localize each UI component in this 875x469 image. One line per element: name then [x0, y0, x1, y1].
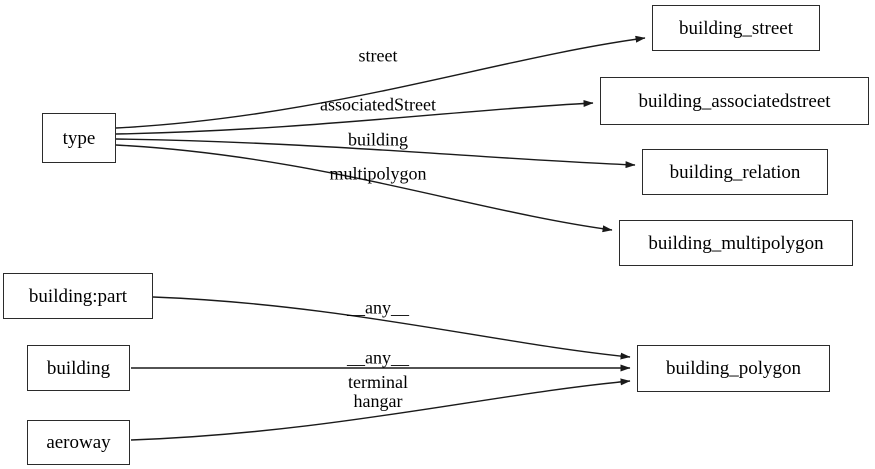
node-label: building_associatedstreet [638, 90, 831, 112]
edge-label-type-to-building_associatedstreet: associatedStreet [320, 94, 436, 115]
node-label: building [46, 357, 111, 379]
edge-label-type-to-building_relation: building [347, 129, 409, 150]
node-label: type [62, 127, 96, 149]
edge-type-to-building_multipolygon [115, 144, 613, 233]
node-aeroway[interactable]: aeroway [27, 420, 130, 465]
edge-building_part-to-building_polygon [152, 296, 631, 360]
edge-label-type-to-building_multipolygon: multipolygon [329, 163, 427, 184]
node-building_polygon[interactable]: building_polygon [637, 345, 830, 392]
node-building[interactable]: building [27, 345, 130, 391]
node-label: building:part [28, 285, 128, 307]
edge-paths [115, 35, 646, 441]
node-label: building_street [679, 17, 793, 39]
edge-type-to-building_relation [115, 138, 636, 169]
edge-label-building_part-to-building_polygon: __any__ [347, 297, 409, 318]
node-building_multipolygon[interactable]: building_multipolygon [619, 220, 853, 266]
edge-type-to-building_associatedstreet [115, 99, 594, 135]
node-label: building_polygon [665, 358, 802, 379]
node-type[interactable]: type [42, 113, 116, 163]
node-building_relation[interactable]: building_relation [642, 149, 828, 195]
node-label: aeroway [46, 432, 111, 453]
node-building_part[interactable]: building:part [3, 273, 153, 319]
edge-aeroway-to-building_polygon [130, 378, 631, 441]
node-building_associatedstreet[interactable]: building_associatedstreet [600, 77, 869, 125]
edge-label-type-to-building_street: street [358, 45, 398, 66]
edge-type-to-building_street [115, 35, 646, 129]
node-label: building_multipolygon [648, 232, 824, 254]
node-label: building_relation [669, 161, 801, 183]
node-building_street[interactable]: building_street [652, 5, 820, 51]
edge-label-building-to-building_polygon: __any__ [347, 347, 409, 368]
